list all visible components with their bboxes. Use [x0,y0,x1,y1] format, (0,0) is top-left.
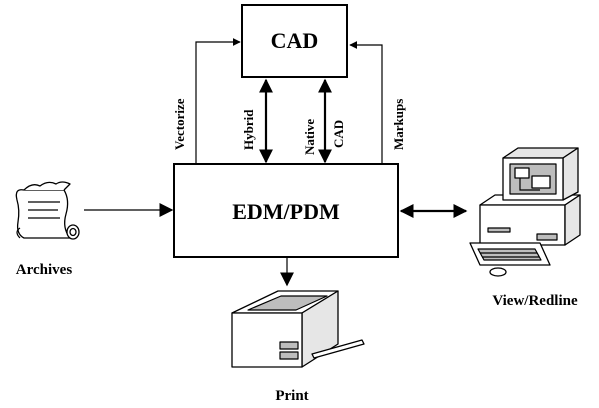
cad-node: CAD [241,4,348,78]
vectorize-label: Vectorize [172,98,187,150]
native-label: Native [302,119,317,155]
cad-label: CAD [271,28,319,53]
archives-label: Archives [16,262,73,278]
hybrid-link: Hybrid [241,78,273,164]
cad-link-label: CAD [331,120,346,148]
markups-link: Markups [349,41,406,164]
markups-label: Markups [391,99,406,150]
scroll-icon [15,181,80,240]
edm-pdm-label: EDM/PDM [232,199,340,224]
print-label: Print [275,388,308,404]
vectorize-link: Vectorize [172,38,241,164]
computer-icon [469,147,581,277]
view-redline-label: View/Redline [492,293,578,309]
edm-pdm-node: EDM/PDM [173,163,399,258]
hybrid-label: Hybrid [241,109,256,150]
printer-icon [231,290,365,368]
native-cad-link: Native CAD [302,78,346,164]
